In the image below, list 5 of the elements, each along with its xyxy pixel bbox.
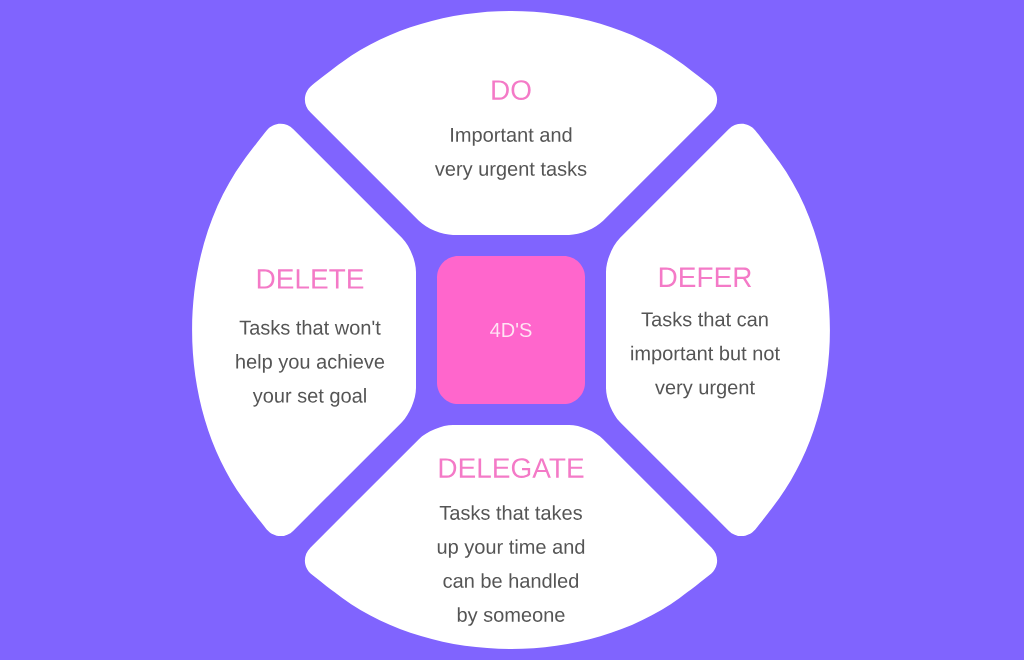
quadrant-panel: DELEGATE Tasks that takes up your time and can be handled by someone bbox=[304, 425, 718, 649]
quadrant-panel: DELETE Tasks that won't help you achieve your set goal bbox=[192, 123, 416, 537]
quadrant-panel: DO Important and very urgent tasks bbox=[304, 11, 718, 235]
center-box: 4D'S bbox=[437, 256, 585, 404]
quadrant-panel: DEFER Tasks that can important but not very urgent bbox=[606, 123, 830, 537]
